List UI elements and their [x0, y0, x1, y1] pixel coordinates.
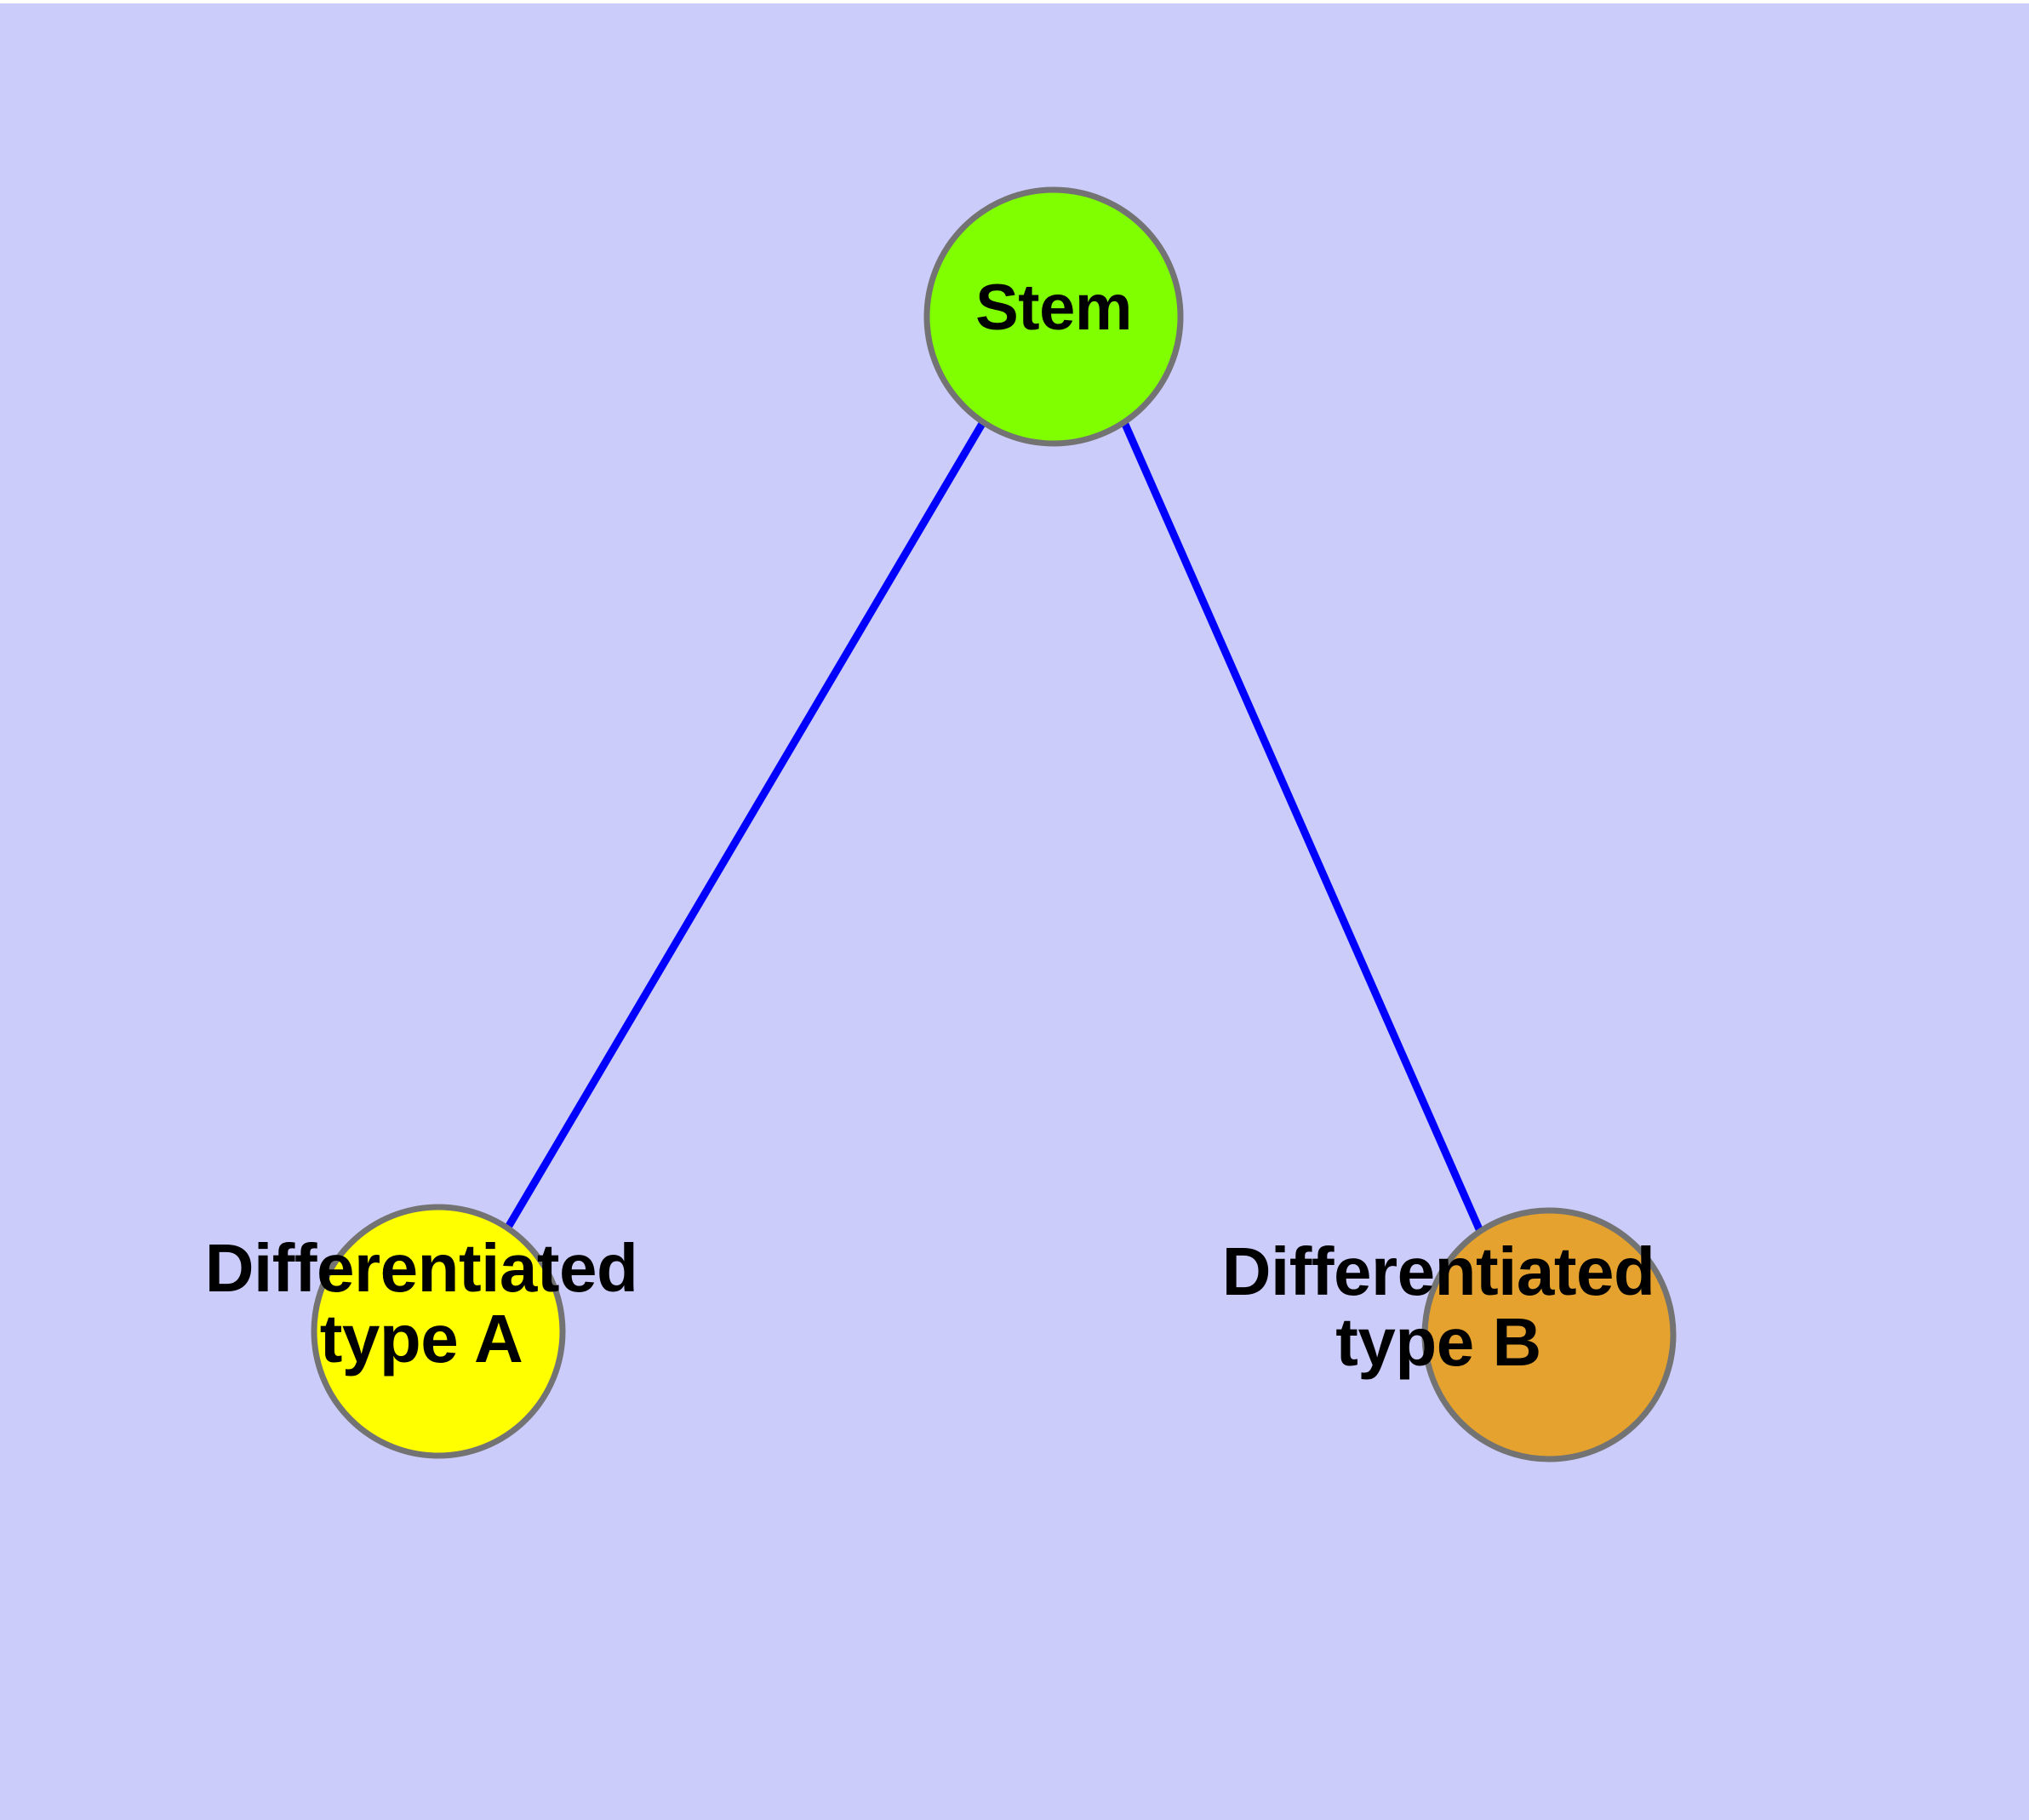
node-differentiated-type-a[interactable]: [311, 1204, 566, 1459]
edge-stem-diff-a: [506, 420, 986, 1228]
node-differentiated-type-b[interactable]: [1421, 1207, 1677, 1462]
node-layer: [311, 186, 1677, 1462]
edge-layer: [506, 420, 1483, 1231]
edge-stem-diff-b: [1120, 421, 1483, 1231]
node-stem[interactable]: [923, 186, 1184, 447]
